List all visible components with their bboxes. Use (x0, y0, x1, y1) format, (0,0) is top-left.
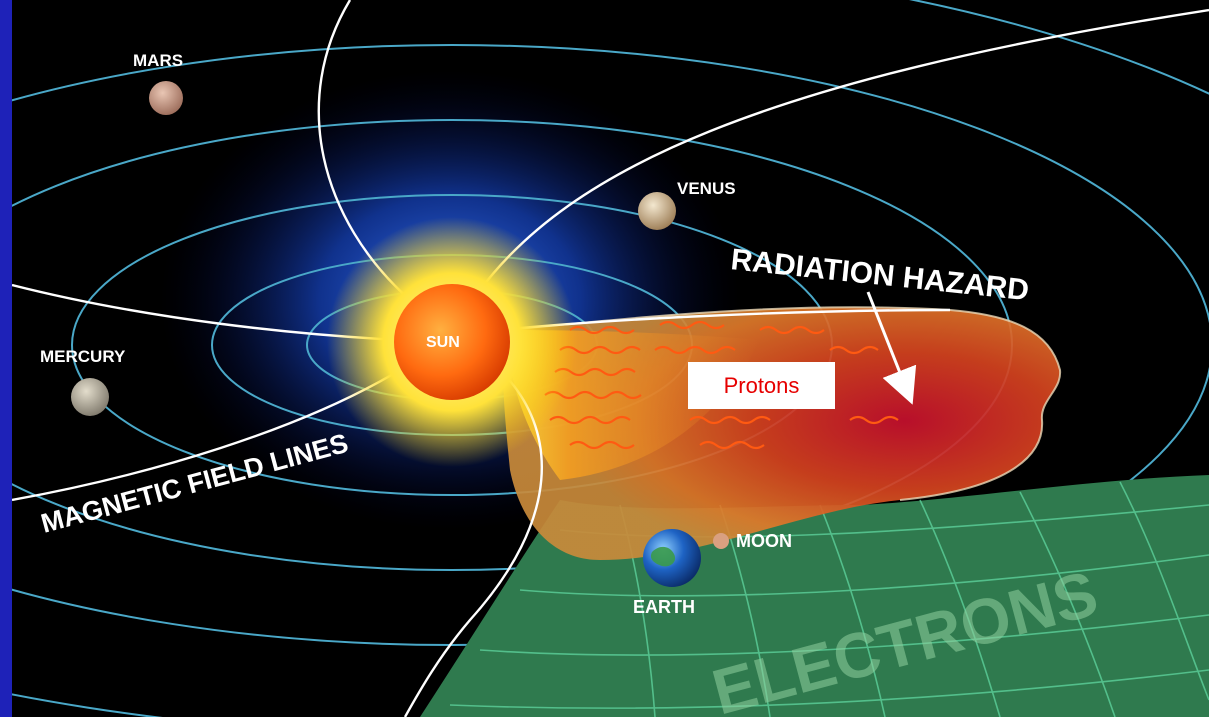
protons-label: Protons (723, 372, 800, 398)
mercury-icon (71, 378, 109, 416)
radiation-arrow-icon (866, 291, 917, 405)
venus-icon (638, 192, 676, 230)
mars-icon (149, 81, 183, 115)
protons-label-box: Protons (688, 362, 835, 409)
mercury-label: MERCURY (40, 347, 126, 366)
earth-label: EARTH (633, 597, 695, 617)
sun-label: SUN (426, 334, 460, 351)
mars-label: MARS (133, 51, 183, 70)
orbit-5 (12, 44, 1209, 646)
sun-icon (394, 284, 510, 400)
moon-label: MOON (736, 531, 792, 551)
electron-grid (449, 481, 1209, 717)
moon-icon (713, 533, 729, 549)
proton-waves (544, 320, 899, 450)
hazard-outline (504, 306, 1062, 501)
field-line-top-right (479, 8, 1209, 291)
venus-label: VENUS (677, 179, 736, 198)
earth-land (650, 546, 676, 567)
